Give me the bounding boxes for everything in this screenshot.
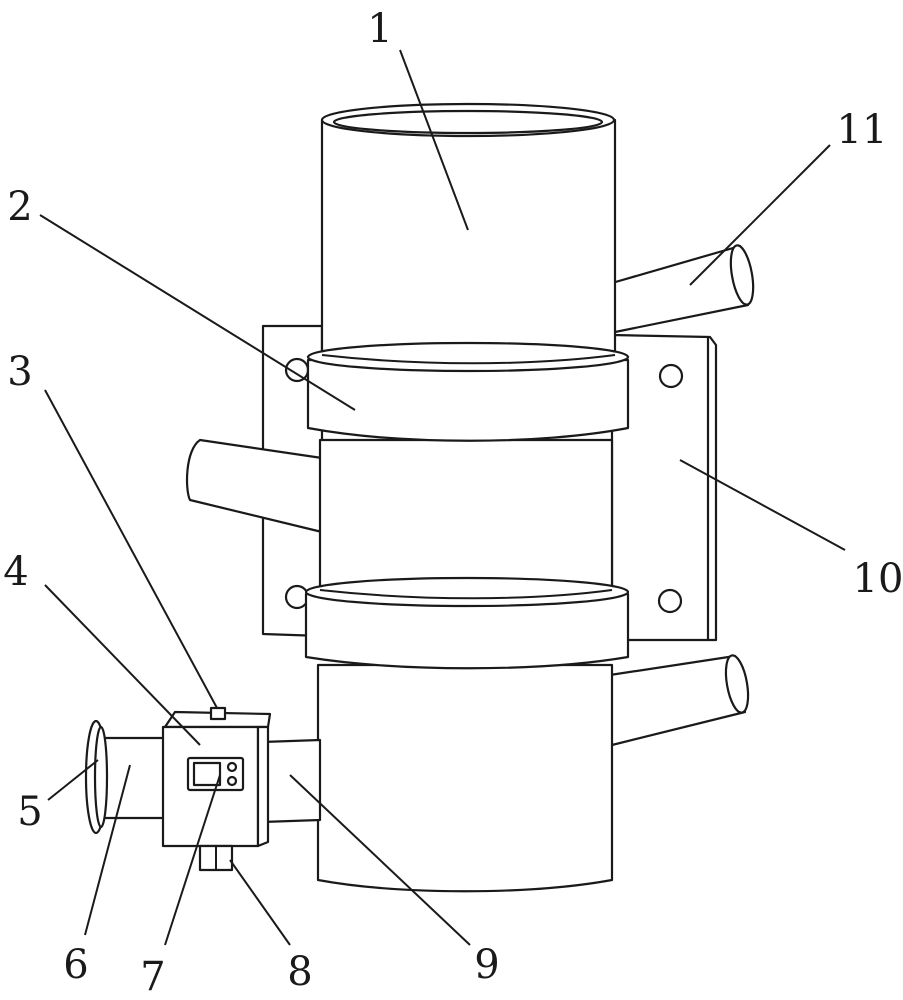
label-1: 1: [367, 6, 392, 52]
top-knob: [211, 708, 225, 719]
clamp-ring-upper: [308, 343, 628, 441]
label-7: 7: [140, 954, 165, 1000]
label-11: 11: [837, 107, 888, 153]
label-9: 9: [474, 942, 499, 988]
label-4: 4: [3, 549, 28, 595]
bolt-hole: [286, 586, 308, 608]
bolt-hole: [659, 590, 681, 612]
side-pipe-upper-right: [612, 244, 757, 332]
connecting-pipe: [262, 740, 320, 822]
label-6: 6: [63, 942, 88, 988]
clamp-ring-lower: [306, 578, 628, 668]
main-cylinder: [318, 104, 615, 891]
side-pipe-lower-right: [610, 654, 752, 745]
bolt-hole: [660, 365, 682, 387]
label-8: 8: [287, 949, 312, 995]
label-2: 2: [7, 184, 32, 230]
label-5: 5: [17, 789, 42, 835]
label-10: 10: [853, 556, 903, 602]
label-3: 3: [7, 349, 32, 395]
inlet-pipe: [100, 738, 165, 818]
